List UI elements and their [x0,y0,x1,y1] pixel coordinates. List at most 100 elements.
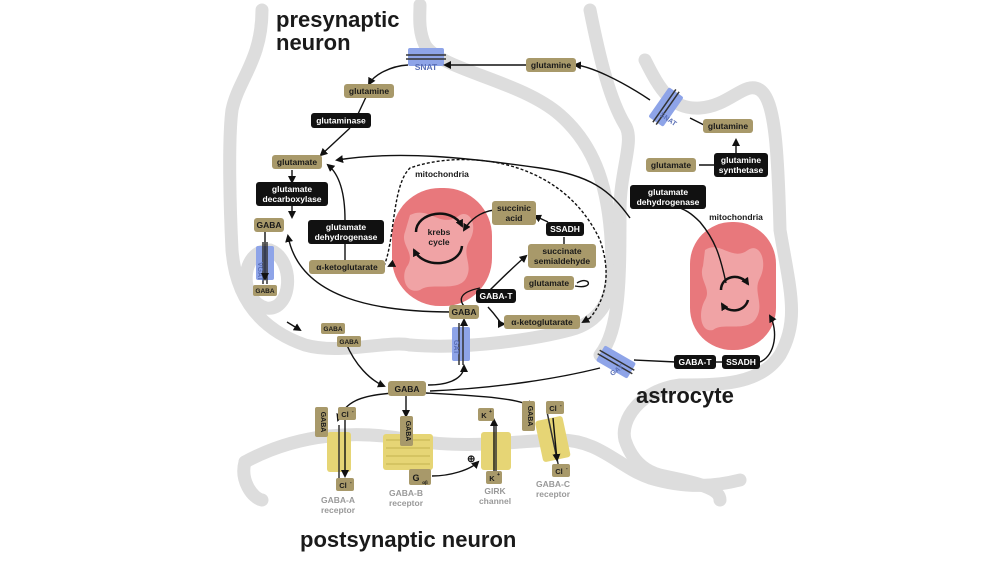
pill-glutamate-pre2: glutamate [524,276,574,290]
gaba-a-label-line2: receptor [321,505,356,515]
svg-text:dehydrogenase: dehydrogenase [637,197,700,207]
gat-to-gabat-arrow [633,359,677,363]
pill-glutamine-top: glutamine [526,58,576,72]
svg-text:acid: acid [505,213,522,223]
svg-text:GABA: GABA [526,406,533,427]
snat-transporter-astrocyte [649,87,683,127]
krebs-label-line2: cycle [428,237,450,247]
pill-glutamate-astro: glutamate [646,158,696,172]
svg-text:α-ketoglutarate: α-ketoglutarate [511,317,573,327]
pill-cl-out-a: Cl - [336,478,354,491]
svg-text:glutamine: glutamine [721,155,761,165]
krebs-to-akg-arrow [387,259,397,267]
pill-gaba-cleft-2: GABA [337,336,361,347]
gaba-b-label-line2: receptor [389,498,424,508]
snat-label-presynaptic: SNAT [415,62,438,72]
astro-to-pre-glutamate-arrow [335,154,631,219]
svg-text:glutamine: glutamine [349,86,389,96]
presynaptic-title-line2: neuron [276,30,351,55]
snat-to-glutamine-arrow [368,64,409,86]
svg-text:dehydrogenase: dehydrogenase [315,232,378,242]
svg-text:αβ: αβ [422,480,428,485]
pill-glutamine-pre: glutamine [344,84,394,98]
pill-cl-out-c: Cl - [552,464,570,477]
astrocyte-title: astrocyte [636,383,734,408]
gaba-a-receptor [327,425,351,480]
svg-text:SSADH: SSADH [726,357,756,367]
hub-to-astro-gat-arrow [429,367,601,392]
cleft-gaba-to-hub-arrow [345,342,386,388]
svg-text:α-ketoglutarate: α-ketoglutarate [316,262,378,272]
svg-text:glutamate: glutamate [651,160,691,170]
svg-text:-: - [352,409,354,415]
svg-text:GABA: GABA [404,421,411,442]
pill-succinic-acid: succinic acid [492,201,536,225]
svg-text:glutamate: glutamate [648,187,688,197]
pill-glutamate-pre: glutamate [272,155,322,169]
svg-text:succinic: succinic [497,203,531,213]
succinic-to-krebs-arrow [462,209,495,232]
gaba-recycle-arrow [285,234,453,313]
akg-export-dashed-arrow [383,158,607,319]
svg-text:-: - [560,403,562,409]
postsynaptic-membrane-lower [237,455,269,507]
hub-to-gaba-c-arrow [425,392,534,409]
svg-text:GABA-T: GABA-T [678,357,712,367]
gaba-a-label-line1: GABA-A [321,495,355,505]
gat-transporter-astrocyte [596,345,636,379]
svg-text:GABA: GABA [339,339,358,346]
svg-text:succinate: succinate [542,246,581,256]
girk-label-line2: channel [479,496,511,506]
astro-krebs-arrow-bottom [720,299,750,312]
girk-label-line1: GIRK [484,486,506,496]
pill-gaba-pre2: GABA [449,305,479,319]
ssadh-to-succinic-arrow [533,214,549,223]
pill-glutamine-astro: glutamine [703,119,753,133]
gat-transporter-presynaptic [452,323,470,365]
svg-text:Cl: Cl [549,404,557,413]
gat-label-presynaptic: GAT [452,340,459,355]
hub-to-gat-arrow [427,364,468,386]
presynaptic-mitochondrion [392,188,492,306]
svg-text:GABA: GABA [319,412,326,433]
pathway-arrows [261,61,777,478]
pill-gaba-vesicle: GABA [253,285,277,296]
svg-text:GABA: GABA [451,307,476,317]
pill-glutaminase: glutaminase [311,113,371,128]
svg-text:-: - [566,466,568,472]
pill-gaba-a-bound: GABA [315,407,328,437]
vgat-label: VGAT [256,262,263,282]
svg-text:glutamine: glutamine [708,121,748,131]
krebs-label-line1: krebs [428,227,451,237]
pill-cl-in-c: Cl - [546,401,564,414]
pill-k-out: K + [486,471,502,484]
pill-glutamine-synthetase: glutamine synthetase [714,153,768,177]
svg-text:decarboxylase: decarboxylase [262,194,321,204]
svg-text:K: K [489,474,495,483]
svg-text:glutamate: glutamate [529,278,569,288]
pill-glutamate-decarboxylase: glutamate decarboxylase [256,182,328,206]
snat-transporter-presynaptic [406,48,446,66]
gaba-c-label-line1: GABA-C [536,479,570,489]
gdh-to-glutamate-arrow [326,163,346,221]
krebs-arrow-bottom [412,245,464,265]
pill-ssadh-astro: SSADH [722,355,760,369]
svg-text:GABA: GABA [323,326,342,333]
pill-akg-pre2: α-ketoglutarate [504,315,580,329]
svg-text:GABA: GABA [256,220,281,230]
pill-succinate-semialdehyde: succinate semialdehyde [528,244,596,268]
svg-text:Cl: Cl [341,410,349,419]
svg-text:GABA-T: GABA-T [479,291,513,301]
svg-text:Cl: Cl [339,481,347,490]
svg-text:+: + [489,409,492,415]
mitochondria-label-astro: mitochondria [709,212,763,222]
mitochondria-label-pre: mitochondria [415,169,469,179]
pill-gaba-pre: GABA [254,218,284,232]
pill-cl-in-a: Cl - [338,407,356,420]
svg-text:GABA: GABA [394,384,419,394]
krebs-arrow-top [414,212,464,233]
svg-text:K: K [481,411,487,420]
svg-text:+: + [497,472,500,478]
postsynaptic-title: postsynaptic neuron [300,527,516,552]
